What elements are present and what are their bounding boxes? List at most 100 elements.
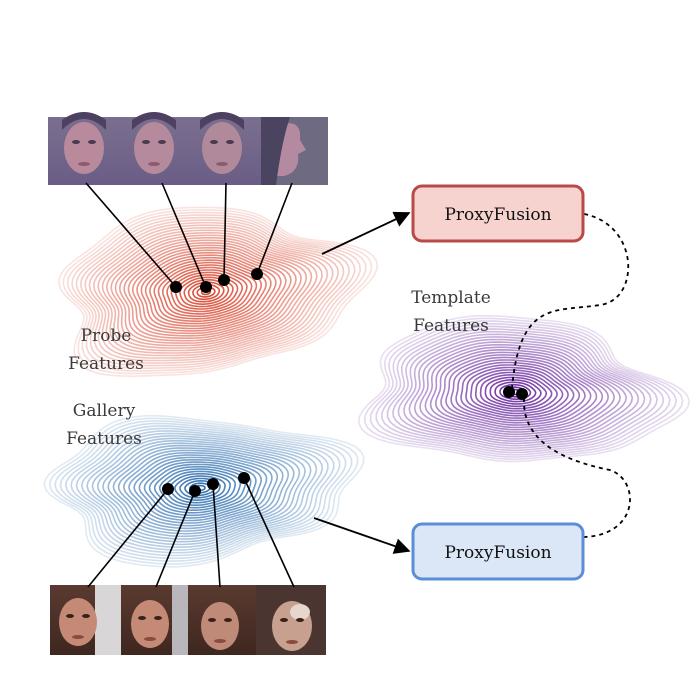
gallery-face-strip	[50, 585, 326, 655]
gallery-connectors	[87, 477, 295, 588]
contour-line	[424, 346, 616, 436]
gallery-feature-points	[162, 472, 250, 497]
proxyfusion-label-bottom: ProxyFusion	[444, 543, 551, 563]
template-point	[503, 386, 515, 398]
gallery-to-proxyfusion-arrow	[313, 517, 411, 554]
contour-line	[132, 249, 287, 335]
proxyfusion-box-top: ProxyFusion	[411, 184, 585, 243]
probe-label-line2: Features	[68, 354, 144, 374]
contour-line	[43, 415, 365, 568]
contour-line	[86, 435, 318, 546]
contour-line	[470, 369, 564, 415]
template-point	[516, 388, 528, 400]
contour-line	[48, 417, 359, 565]
contour-line	[91, 437, 312, 543]
gallery-face-4	[256, 585, 326, 655]
template-feature-points	[503, 386, 528, 400]
probe-point	[200, 281, 212, 293]
contour-line	[101, 232, 323, 352]
contour-line	[484, 376, 548, 408]
contour-line	[54, 420, 353, 562]
contour-line	[403, 336, 640, 445]
contour-line	[170, 271, 243, 313]
contour-line	[153, 466, 247, 511]
contour-line	[434, 351, 604, 431]
contour-line	[174, 475, 226, 501]
contour-line	[138, 459, 263, 519]
contour-line	[64, 425, 341, 557]
contour-line	[429, 348, 610, 433]
contour-line	[107, 444, 295, 535]
bottom-dashed-connector	[523, 397, 631, 538]
contour-line	[66, 211, 367, 372]
contour-line	[112, 447, 290, 532]
contour-line	[475, 371, 558, 412]
contour-line	[397, 333, 646, 447]
contour-line	[75, 430, 329, 551]
contour-line	[118, 241, 302, 342]
contour-line	[450, 359, 586, 424]
contour-line	[105, 234, 318, 349]
probe-point	[218, 274, 230, 286]
probe-connectors	[85, 182, 293, 288]
probe-face-2	[119, 112, 190, 185]
contour-line	[70, 427, 335, 554]
contour-line	[455, 361, 581, 422]
probe-point	[170, 281, 182, 293]
contour-line	[117, 449, 284, 530]
probe-face-strip	[48, 112, 328, 185]
probe-face-3	[190, 112, 261, 185]
contour-line	[183, 279, 230, 305]
gallery-point	[207, 478, 219, 490]
template-feature-cloud	[357, 314, 691, 463]
contour-line	[96, 440, 306, 540]
contour-line	[143, 461, 257, 517]
template-label-line2: Features	[413, 316, 489, 336]
contour-line	[149, 259, 267, 325]
contour-line	[192, 283, 221, 301]
contour-line	[445, 356, 592, 426]
proxyfusion-box-bottom: ProxyFusion	[411, 522, 585, 581]
gallery-face-3	[188, 585, 256, 655]
contour-line	[123, 244, 297, 339]
gallery-face-1	[50, 585, 121, 655]
probe-feature-cloud	[58, 206, 379, 378]
contour-line	[153, 261, 263, 322]
gallery-point	[238, 472, 250, 484]
contour-line	[62, 209, 373, 375]
contour-line	[102, 442, 301, 538]
contour-line	[161, 266, 253, 318]
contour-line	[179, 276, 234, 308]
contour-line	[413, 341, 628, 440]
gallery-point	[189, 485, 201, 497]
contour-line	[386, 328, 658, 452]
contour-line	[159, 468, 242, 509]
contour-line	[144, 256, 272, 327]
contour-line	[79, 219, 350, 364]
contour-line	[128, 454, 273, 524]
contour-line	[59, 422, 347, 560]
contour-line	[369, 320, 678, 458]
contour-line	[133, 456, 268, 522]
contour-line	[381, 325, 665, 454]
contour-line	[363, 317, 684, 461]
contour-line	[127, 246, 292, 337]
contour-line	[184, 480, 216, 497]
contour-line	[157, 264, 258, 320]
contour-line	[140, 254, 277, 330]
contour-line	[440, 354, 598, 429]
contour-line	[187, 281, 225, 303]
top-dashed-connector	[511, 213, 630, 389]
proxyfusion-label-top: ProxyFusion	[444, 205, 551, 225]
contour-line	[114, 239, 308, 344]
contour-line	[97, 229, 329, 354]
gallery-face-2	[121, 585, 188, 655]
gallery-label-line2: Features	[66, 429, 142, 449]
contour-line	[92, 227, 334, 357]
gallery-label-line1: Gallery	[73, 401, 136, 421]
contour-line	[122, 452, 279, 527]
contour-line	[489, 379, 542, 405]
contour-line	[408, 338, 634, 443]
contour-line	[465, 366, 569, 417]
